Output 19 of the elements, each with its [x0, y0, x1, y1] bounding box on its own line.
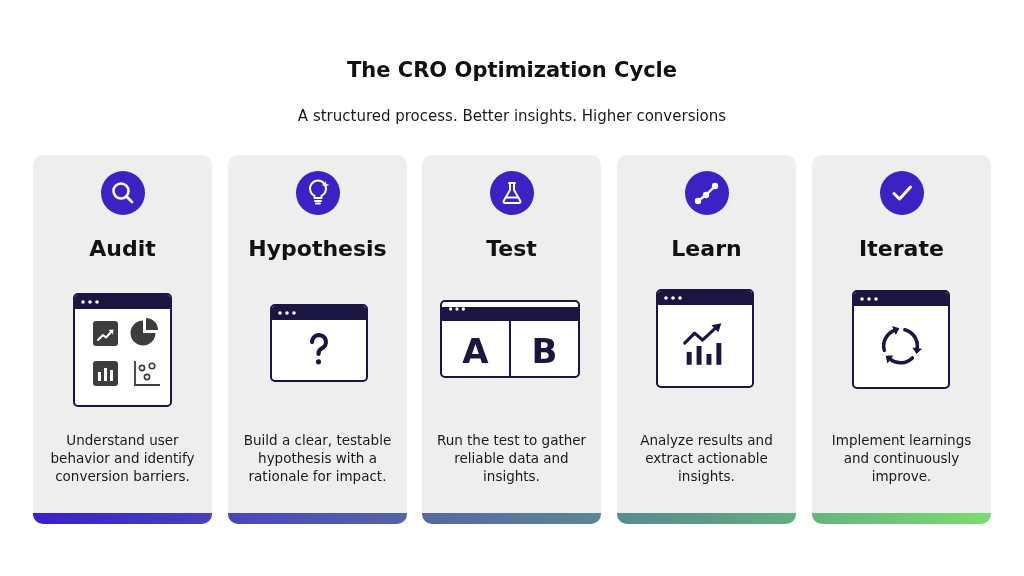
step-heading: Audit	[89, 235, 156, 263]
step-description: Run the test to gather reliable data and insights.	[435, 431, 588, 485]
step-heading: Iterate	[859, 235, 944, 263]
step-card	[617, 155, 796, 524]
step-description: Analyze results and extract actionable insights.	[639, 431, 774, 485]
step-description: Understand user behavior and identify conversion barriers.	[49, 431, 196, 485]
step-description: Implement learnings and continuously improve.	[830, 431, 973, 485]
step-heading: Hypothesis	[248, 235, 387, 263]
step-card	[33, 155, 212, 524]
step-heading: Learn	[671, 235, 742, 263]
variant-letter: A	[462, 332, 489, 370]
step-card	[812, 155, 991, 524]
step-card	[228, 155, 407, 524]
step-description: Build a clear, testable hypothesis with a rationale for impact.	[242, 431, 393, 485]
variant-letter: B	[531, 332, 558, 370]
step-card	[422, 155, 601, 524]
subtitle: A structured process. Better insights. Higher conversions	[297, 106, 727, 126]
step-heading: Test	[486, 235, 537, 263]
title: The CRO Optimization Cycle	[346, 57, 678, 84]
